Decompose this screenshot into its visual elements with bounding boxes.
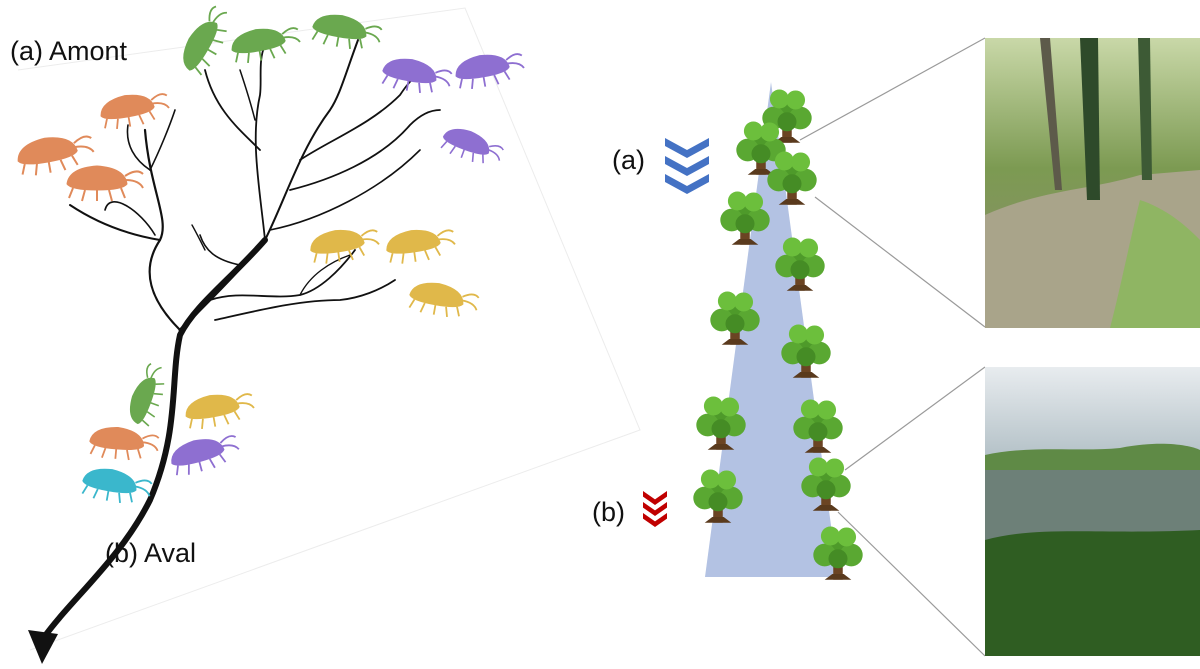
upstream-flow-chevron-0 xyxy=(665,138,709,158)
amphipod-icon-8 xyxy=(66,165,144,202)
stream-bank xyxy=(1110,200,1200,328)
amphipod-icon-13 xyxy=(182,387,257,433)
river-branch-17 xyxy=(191,224,206,251)
river-branch-9 xyxy=(239,69,256,121)
tree-trunk-2 xyxy=(1138,38,1152,180)
river-branch-10 xyxy=(299,69,431,161)
upstream-flow-chevron-2 xyxy=(665,174,709,194)
river-branch-12 xyxy=(269,149,421,231)
river-branch-2 xyxy=(104,201,156,236)
tree-trunk-1 xyxy=(1080,38,1100,200)
downstream-river-photo xyxy=(985,367,1200,656)
upstream-stream-photo xyxy=(985,38,1200,328)
downstream-flow-chevron-0 xyxy=(643,491,667,505)
upstream-label: (a) Amont xyxy=(10,36,128,66)
connector-line-0 xyxy=(799,37,986,141)
amphipod-icon-12 xyxy=(123,360,173,430)
connector-line-1 xyxy=(814,196,986,328)
amphipod-icon-5 xyxy=(437,122,507,172)
amphipod-icon-6 xyxy=(97,87,172,133)
river-branch-6 xyxy=(264,39,359,241)
amphipod-icon-14 xyxy=(87,424,161,464)
river-branch-3 xyxy=(126,124,151,171)
far-bank xyxy=(985,443,1200,470)
amphipod-icon-15 xyxy=(166,429,243,480)
downstream-label: (b) Aval xyxy=(105,538,197,568)
amphipod-icon-16 xyxy=(79,464,154,509)
river-branch-1 xyxy=(69,204,161,241)
amphipod-icon-0 xyxy=(174,1,238,79)
amphipod-icon-2 xyxy=(309,10,384,55)
river-branch-0 xyxy=(143,128,182,332)
tree-trunk-3 xyxy=(1040,38,1062,190)
flow-arrow-head xyxy=(28,630,58,664)
upstream-marker-label: (a) xyxy=(612,145,645,175)
river-channel xyxy=(705,82,838,577)
amphipod-icon-10 xyxy=(383,223,458,267)
amphipod-icon-4 xyxy=(452,47,527,93)
main-river-stem xyxy=(39,237,268,643)
river-branch-15 xyxy=(214,279,396,321)
upstream-flow-chevron-1 xyxy=(665,156,709,176)
amphipod-icon-11 xyxy=(406,278,481,323)
amphipod-icon-3 xyxy=(379,54,454,99)
downstream-marker-label: (b) xyxy=(592,497,625,527)
connector-line-2 xyxy=(844,366,986,471)
amphipod-icon-1 xyxy=(228,21,303,67)
river-water xyxy=(985,470,1200,540)
river-branch-8 xyxy=(204,69,261,151)
river-branch-13 xyxy=(199,234,241,266)
river-branch-7 xyxy=(254,44,266,241)
connector-line-3 xyxy=(837,511,986,657)
near-bank-vegetation xyxy=(985,530,1200,656)
river-branch-16 xyxy=(299,254,351,296)
river-branch-4 xyxy=(149,109,176,171)
amphipod-icon-9 xyxy=(307,223,382,267)
river-branch-11 xyxy=(289,109,441,191)
